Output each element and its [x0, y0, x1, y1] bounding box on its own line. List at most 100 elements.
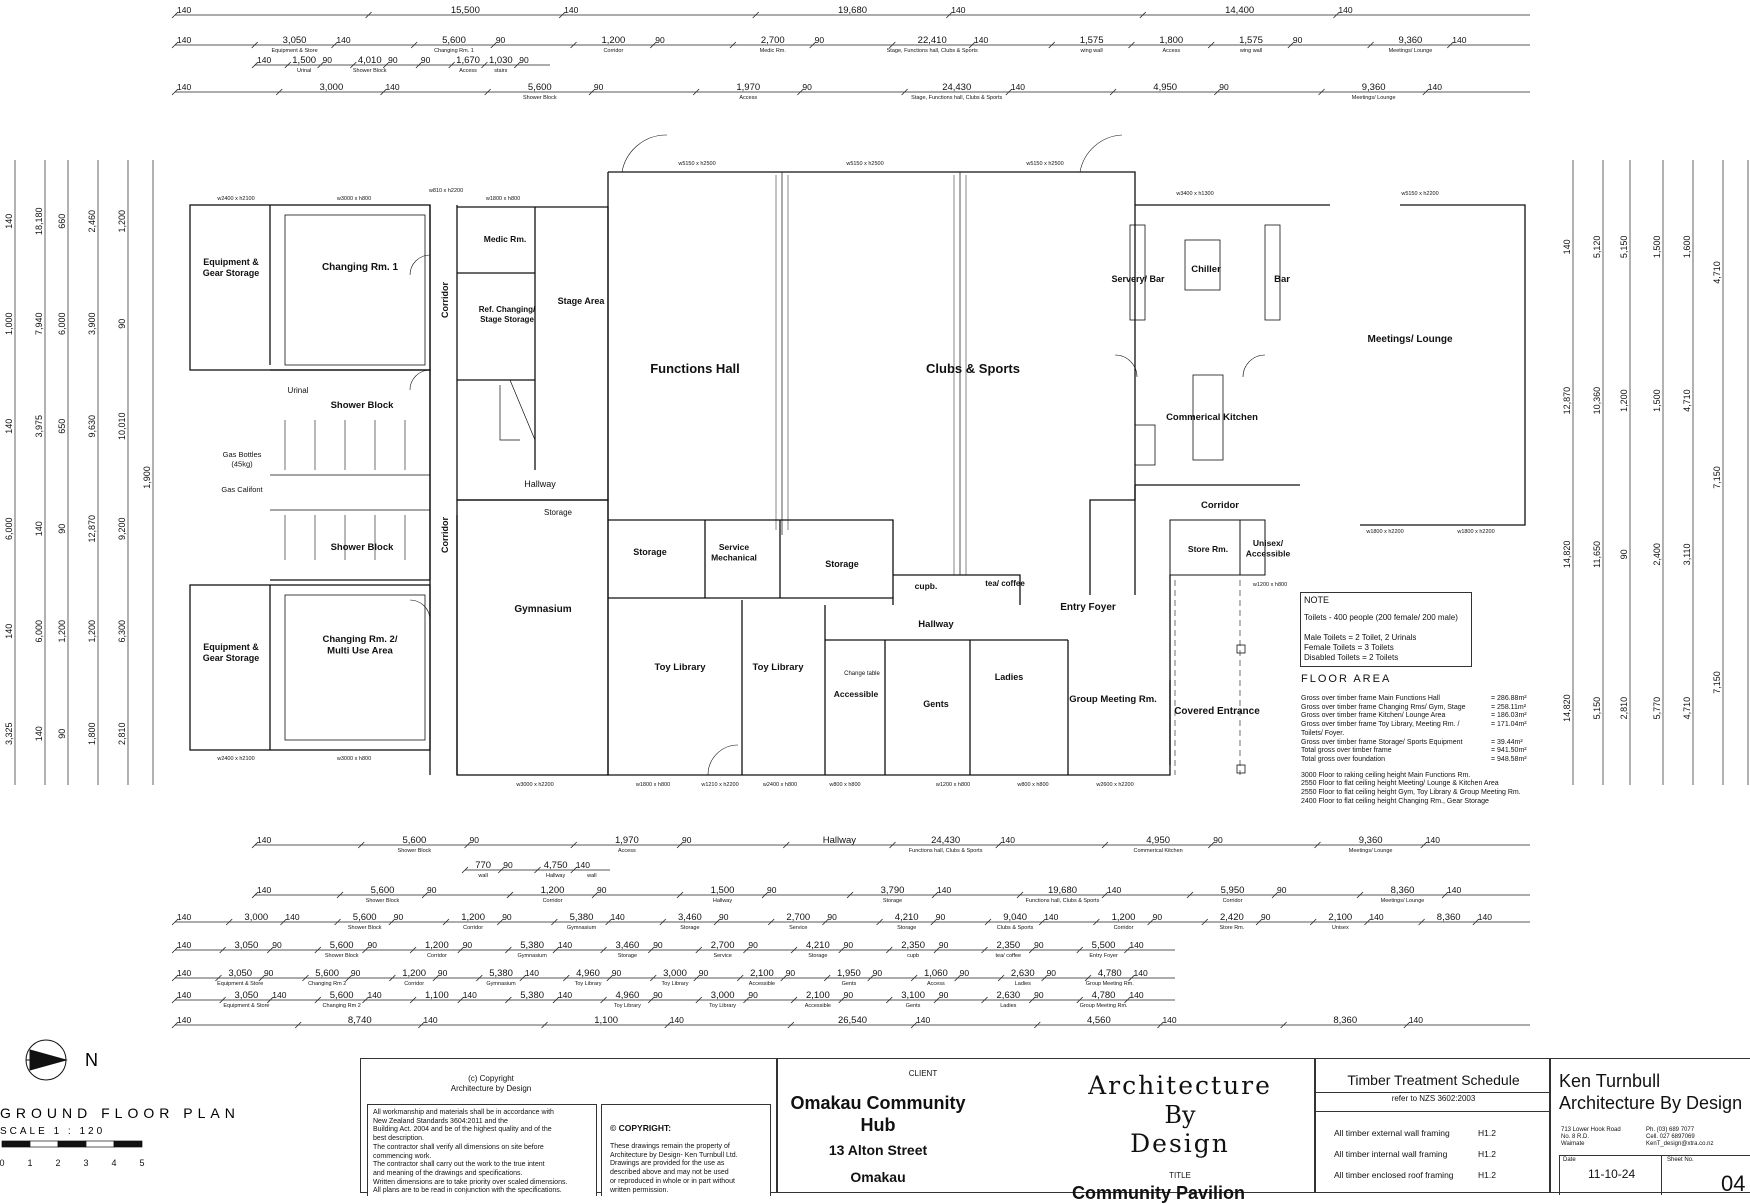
- dim-caption: Corridor: [404, 981, 424, 987]
- dim-value: 90: [272, 940, 282, 950]
- ceiling-note-line: 3000 Floor to raking ceiling height Main…: [1301, 771, 1471, 779]
- dim-value: 90: [1277, 885, 1287, 895]
- dim-caption: Group Meeting Rm.: [1086, 981, 1134, 987]
- side-dim-value: 90: [117, 319, 127, 329]
- dim-value: 1,575: [1239, 35, 1263, 46]
- room-label-ladies: Ladies: [995, 672, 1024, 682]
- window-tag: w5150 x h2500: [845, 161, 883, 167]
- dim-value: 90: [421, 55, 431, 65]
- dim-tick: [519, 974, 527, 982]
- dim-tick: [984, 918, 992, 926]
- dim-value: 5,500: [1092, 940, 1116, 951]
- dim-tick: [1420, 841, 1428, 849]
- dim-value: 19,680: [838, 5, 867, 16]
- dim-tick: [225, 918, 233, 926]
- side-dim-value: 1,200: [1619, 389, 1629, 412]
- floor-area-value: = 948.58m²: [1491, 755, 1527, 763]
- dim-tick: [1314, 841, 1321, 849]
- room-label-medic: Medic Rm.: [484, 234, 527, 244]
- dim-value: 3,000: [711, 990, 735, 1001]
- dim-value: 5,380: [520, 990, 544, 1001]
- dim-tick: [280, 918, 287, 926]
- dim-value: 140: [177, 35, 191, 45]
- note-line: Disabled Toilets = 2 Toilets: [1304, 653, 1399, 662]
- room-label-gymnasium: Gymnasium: [514, 604, 571, 615]
- room-label-unisex: Unisex/: [1253, 538, 1284, 548]
- dim-tick: [171, 946, 179, 954]
- side-dim-value: 90: [1619, 549, 1629, 559]
- walls: [189, 134, 1526, 776]
- dim-caption: Changing Rm. 1: [434, 48, 474, 54]
- dim-value: 2,700: [786, 912, 810, 923]
- dim-tick: [219, 946, 226, 954]
- dim-caption: Meetings/ Lounge: [1352, 95, 1396, 101]
- dim-caption: Storage: [680, 925, 699, 931]
- dim-value: 140: [257, 55, 271, 65]
- workmanship-line: New Zealand Standards 3604:2011 and the: [373, 1117, 508, 1125]
- side-dim-value: 1,600: [1682, 236, 1692, 259]
- dim-value: 3,050: [228, 968, 252, 979]
- window-tag: w800 x h800: [828, 782, 860, 788]
- wall-equip-2: [189, 584, 431, 751]
- dim-value: 4,950: [1146, 835, 1170, 846]
- copyright-head-line-2: Architecture by Design: [450, 1084, 532, 1093]
- dim-tick: [1318, 88, 1325, 96]
- dim-tick: [1356, 891, 1364, 899]
- dim-value: 2,100: [806, 990, 830, 1001]
- dim-value: 140: [916, 1015, 930, 1025]
- room-label-hallway_2: Hallway: [918, 619, 954, 630]
- timber-row-value: H1.2: [1478, 1128, 1496, 1138]
- dim-tick: [1041, 974, 1048, 982]
- dim-tick: [171, 88, 179, 96]
- window-tag: w2400 x h2100: [216, 196, 254, 202]
- dim-caption: Storage: [883, 898, 902, 904]
- room-label-urinal: Urinal: [288, 386, 309, 395]
- floor-area-value: = 258.11m²: [1491, 703, 1527, 711]
- room-label-ref_changing: Ref. Changing/: [479, 305, 536, 314]
- dim-value: 90: [873, 968, 883, 978]
- dim-value: 2,700: [761, 35, 785, 46]
- side-dim-value: 6,000: [34, 620, 44, 643]
- title-block-timber: Timber Treatment Schedule refer to NZS 3…: [1315, 1058, 1551, 1193]
- dim-tick: [1207, 41, 1215, 49]
- dim-value: 90: [960, 968, 970, 978]
- dim-value: 140: [1129, 990, 1143, 1000]
- dim-caption: Access: [459, 68, 477, 74]
- dim-caption: Corridor: [427, 953, 447, 959]
- dim-tick: [464, 841, 471, 849]
- copyright-line: written permission.: [610, 1186, 669, 1194]
- scale-segment: [85, 1140, 115, 1148]
- dim-tick: [782, 841, 790, 849]
- dim-value: 140: [937, 885, 951, 895]
- dim-tick: [171, 974, 179, 982]
- dim-tick: [649, 974, 657, 982]
- side-dim-value: 9,630: [87, 415, 97, 438]
- dim-caption: Storage: [897, 925, 916, 931]
- room-label-group_meeting: Group Meeting Rm.: [1069, 694, 1157, 705]
- dim-tick: [995, 841, 1003, 849]
- side-dim-value: 4,710: [1682, 697, 1692, 720]
- floor-area-row: Gross over timber frame Storage/ Sports …: [1301, 739, 1531, 748]
- dim-caption: Meetings/ Lounge: [1349, 848, 1393, 854]
- dim-value: 140: [974, 35, 988, 45]
- dim-tick: [505, 946, 512, 954]
- dim-value: 90: [438, 968, 448, 978]
- dim-caption: Meetings/ Lounge: [1389, 48, 1433, 54]
- dim-value: 90: [496, 35, 506, 45]
- window-tag: w810 x h2200: [428, 188, 463, 194]
- side-dim-value: 1,200: [87, 620, 97, 643]
- dim-value: 3,000: [663, 968, 687, 979]
- dim-caption: Entry Foyer: [1089, 953, 1118, 959]
- room-label-functions_hall: Functions Hall: [650, 361, 740, 376]
- dim-tick: [997, 974, 1005, 982]
- dim-tick: [787, 1021, 795, 1029]
- room-label-toy_1: Toy Library: [654, 662, 706, 673]
- dim-value: 90: [612, 968, 622, 978]
- dim-tick: [421, 891, 429, 899]
- dim-caption: stairs: [494, 68, 507, 74]
- dim-value: 140: [423, 1015, 437, 1025]
- dim-value: 140: [611, 912, 625, 922]
- dim-value: 90: [748, 940, 758, 950]
- dim-caption: Changing Rm 2: [308, 981, 346, 987]
- dim-tick: [933, 946, 941, 954]
